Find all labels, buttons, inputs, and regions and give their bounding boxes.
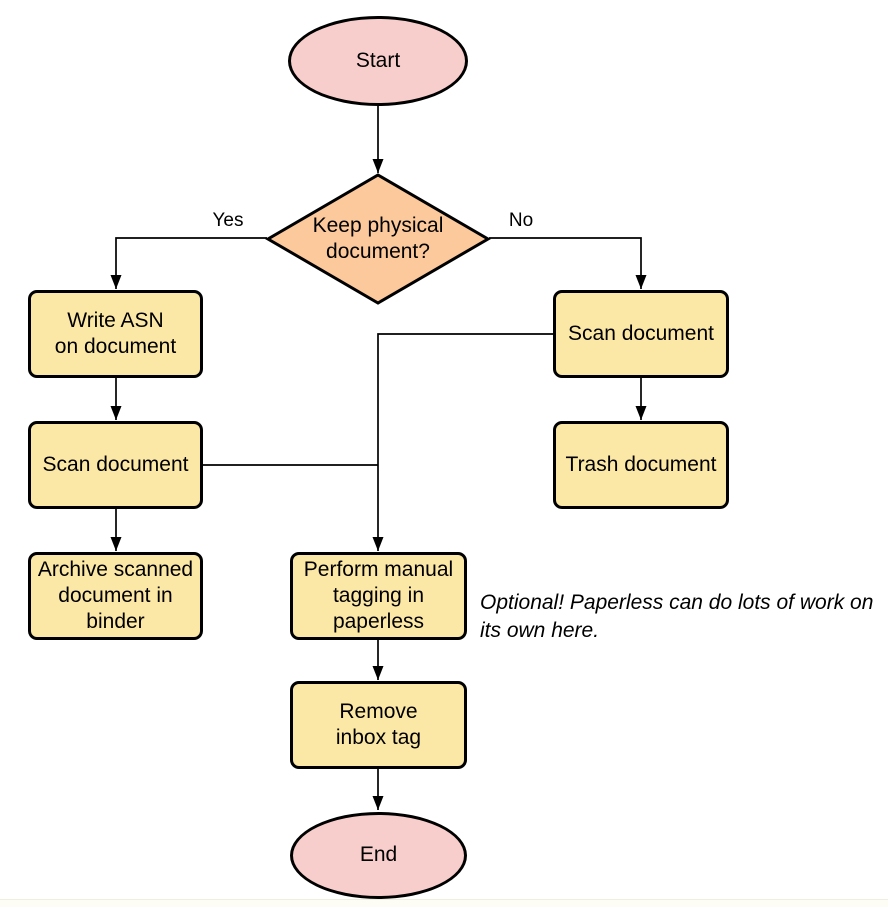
node-decision-keep-physical-document: Keep physical document? [265, 172, 491, 306]
edge-label-yes: Yes [212, 210, 244, 231]
node-end: End [290, 812, 467, 899]
edge-label-no: No [508, 210, 534, 231]
node-write-asn-on-document: Write ASN on document [28, 290, 203, 378]
edge-decision-yes-to-write-asn [110, 237, 267, 289]
node-remove-inbox-tag: Remove inbox tag [290, 681, 467, 769]
node-scan-document-left: Scan document [28, 421, 203, 509]
decision-label: Keep physical document? [312, 213, 444, 263]
node-start: Start [288, 16, 468, 106]
edge-decision-no-to-scan-right [489, 237, 647, 289]
node-scan-document-right: Scan document [553, 290, 729, 378]
decision-diamond-shape [265, 173, 491, 305]
note-optional-paperless: Optional! Paperless can do lots of work … [480, 591, 874, 643]
page-bottom-edge [0, 899, 888, 907]
node-perform-manual-tagging: Perform manual tagging in paperless [290, 552, 467, 640]
node-archive-scanned-document-in-binder: Archive scanned document in binder [28, 552, 203, 640]
node-trash-document: Trash document [553, 421, 729, 509]
decision-diamond-polygon [265, 173, 491, 305]
edge-scan-right-to-tagging [372, 333, 553, 551]
